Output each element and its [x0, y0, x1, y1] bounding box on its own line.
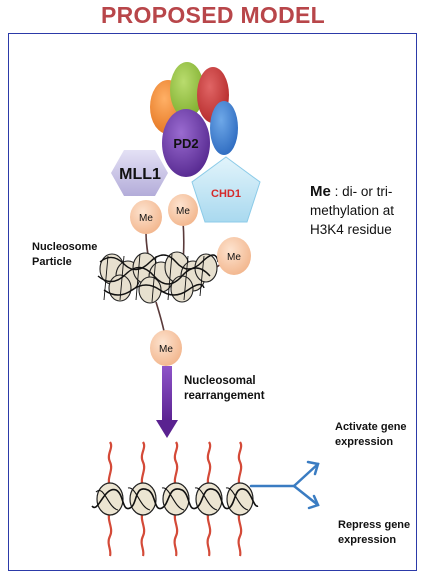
fiber-lines	[103, 253, 205, 303]
diagram-frame	[8, 33, 417, 571]
figure-title: PROPOSED MODEL	[100, 2, 325, 28]
me-label: Me	[176, 206, 190, 217]
rearrangement-label: Nucleosomal rearrangement	[184, 375, 265, 402]
dna-strand	[103, 283, 205, 296]
me-marks: Me Me Me Me	[130, 194, 251, 366]
pd2-subunit	[162, 109, 210, 177]
histone-tail	[206, 441, 212, 487]
dna-wrap	[95, 487, 249, 511]
outcome-arrow	[249, 460, 320, 510]
histone-tail	[173, 441, 179, 487]
open-chromatin	[91, 441, 259, 557]
histone-core	[195, 482, 223, 516]
subunit-blue	[210, 101, 238, 155]
activate-label: Activate gene expression	[335, 421, 407, 448]
histone-core	[138, 276, 162, 304]
histone-core	[96, 482, 124, 516]
histone-tail	[206, 511, 212, 557]
me-mark: Me	[217, 237, 251, 275]
me-label: Me	[159, 344, 173, 355]
subunit-green	[170, 62, 204, 118]
histone-tail	[107, 441, 113, 487]
dna-strand	[91, 488, 259, 510]
me-mark: Me	[130, 200, 162, 234]
chd1-subunit	[191, 156, 261, 223]
nucleosome-particle	[97, 251, 219, 304]
histone-tail	[140, 441, 146, 487]
repress-label: Repress gene expression	[338, 519, 411, 546]
mll1-subunit	[111, 150, 168, 196]
me-label: Me	[227, 252, 241, 263]
histone-tail	[237, 511, 243, 557]
me-label: Me	[139, 213, 153, 224]
pd2-label: PD2	[173, 136, 198, 151]
rearrangement-arrow	[156, 366, 178, 438]
protein-complex: PD2 MLL1 CHD1	[111, 62, 261, 223]
me-mark: Me	[168, 194, 198, 226]
dna-strand	[99, 254, 219, 271]
chd1-label: CHD1	[211, 188, 241, 200]
nucleosome-label: Nucleosome Particle	[32, 241, 98, 268]
histone-tail	[107, 511, 113, 557]
histone-tail	[173, 511, 179, 557]
methylation-legend: Me : di- or tri-methylation at H3K4 resi…	[310, 182, 420, 239]
histone-core	[129, 482, 157, 516]
histone-tail	[140, 511, 146, 557]
histone-core	[162, 482, 190, 516]
legend-term: Me	[310, 183, 331, 200]
mll1-label: MLL1	[119, 166, 161, 183]
legend-definition: : di- or tri-methylation at H3K4 residue	[310, 184, 395, 237]
histone-core	[226, 482, 254, 516]
histone-tail	[237, 441, 243, 487]
me-mark: Me	[150, 330, 182, 366]
